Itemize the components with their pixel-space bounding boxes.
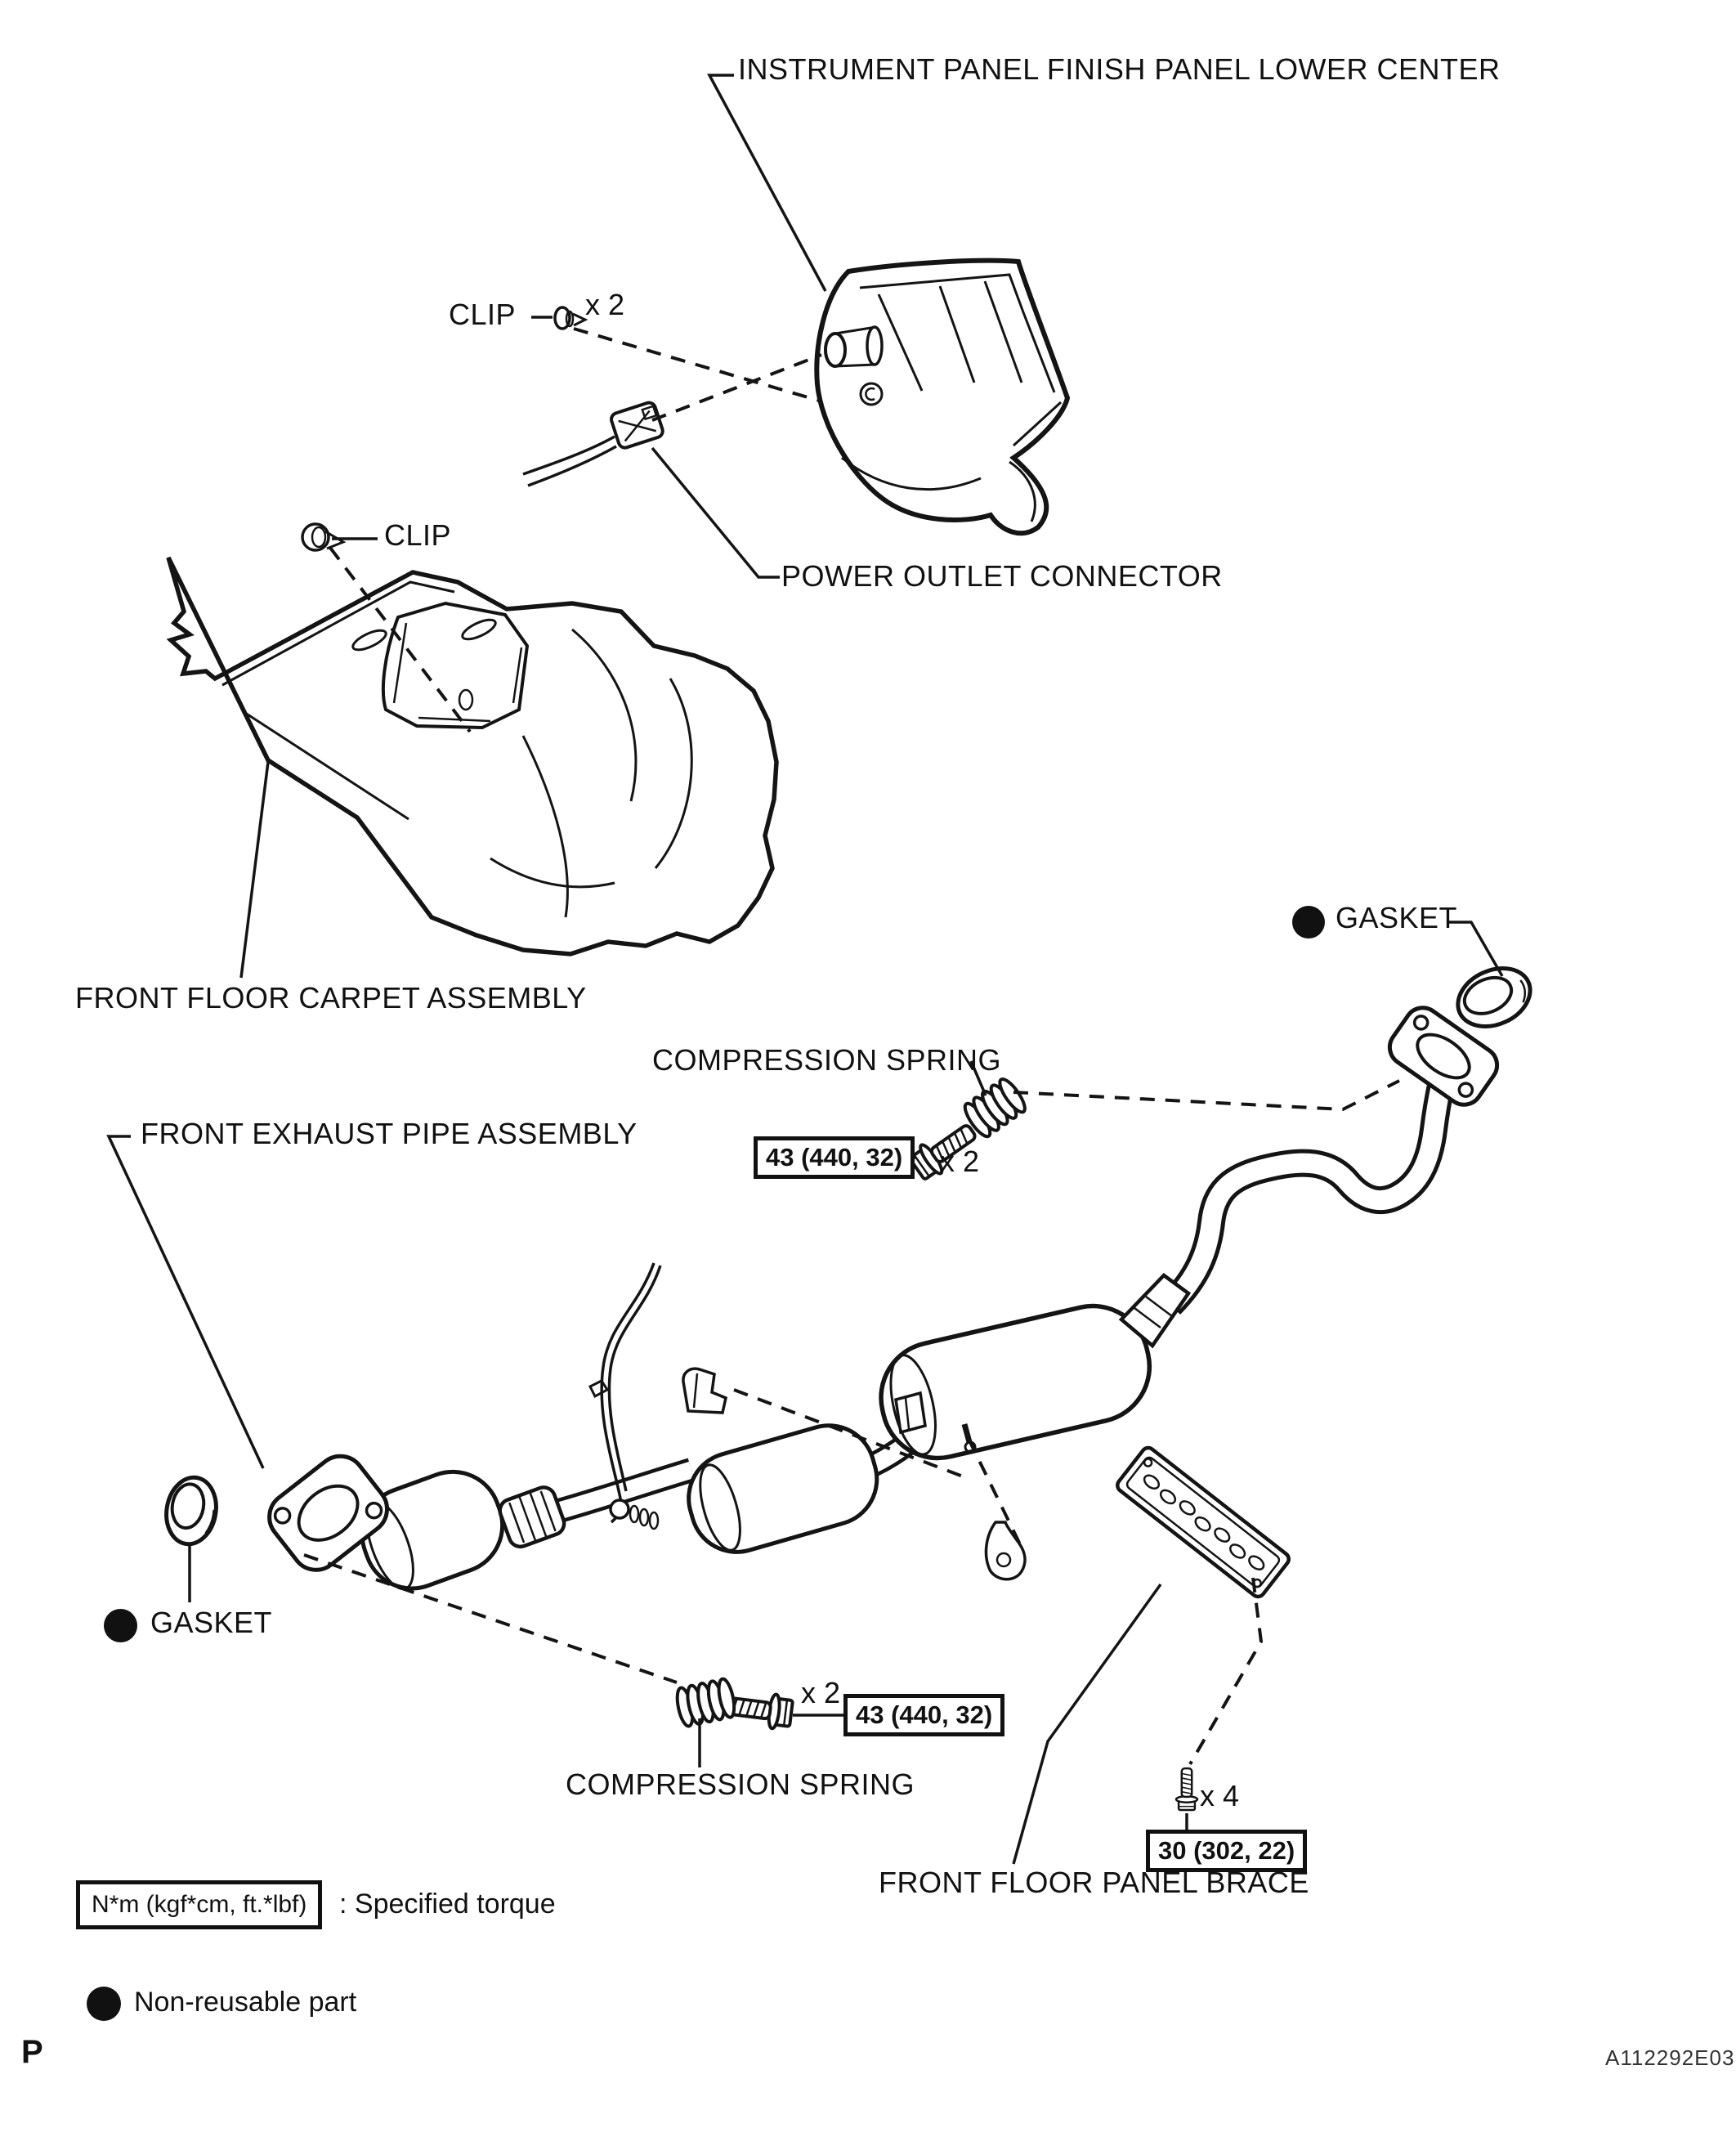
- legend-non-reusable: Non-reusable part: [134, 1987, 357, 2018]
- exhaust-bodies-art: [267, 1006, 1500, 1591]
- gasket-left-art: [164, 1475, 218, 1547]
- torque-qty-top: x 2: [940, 1145, 980, 1178]
- part-label-gasket-left: GASKET: [150, 1606, 273, 1639]
- legend-torque-caption: : Specified torque: [339, 1888, 556, 1920]
- clip-top-qty: x 2: [585, 288, 625, 321]
- non-reusable-legend-dot: [87, 1987, 121, 2021]
- part-label-gasket-right: GASKET: [1336, 901, 1458, 934]
- torque-spec-bottom: 43 (440, 32): [843, 1694, 1005, 1736]
- page-marker: P: [21, 2034, 43, 2070]
- part-label-compression-spring-bottom: COMPRESSION SPRING: [566, 1767, 915, 1801]
- bolt-brace-icon: [1174, 1767, 1199, 1812]
- rear-flange-art: [1387, 1006, 1500, 1107]
- torque-value: 43 (440, 32): [856, 1700, 993, 1729]
- torque-spec-top: 43 (440, 32): [754, 1136, 915, 1179]
- front-flange-art: [267, 1454, 389, 1572]
- clip-top-icon: [553, 306, 588, 330]
- non-reusable-dot-gasket-right: [1292, 906, 1325, 939]
- clip-left-icon: [301, 522, 347, 552]
- legend-torque-units-box: N*m (kgf*cm, ft.*lbf): [76, 1880, 323, 1929]
- power-outlet-connector-icon: [522, 401, 664, 487]
- part-label-clip-top: CLIP: [449, 298, 517, 331]
- assembly-dashed-lines: [303, 327, 1400, 1766]
- torque-spec-brace: 30 (302, 22): [1146, 1830, 1308, 1872]
- legend-torque-units: N*m (kgf*cm, ft.*lbf): [92, 1891, 307, 1918]
- floor-brace-art: [1116, 1445, 1291, 1599]
- part-label-power-outlet: POWER OUTLET CONNECTOR: [781, 559, 1223, 593]
- oxygen-sensor-wire-art: [588, 1262, 662, 1530]
- part-label-compression-spring-top: COMPRESSION SPRING: [652, 1043, 1002, 1077]
- torque-value: 43 (440, 32): [766, 1143, 903, 1172]
- drawing-code: A112292E03: [1605, 2045, 1735, 2070]
- hanger-brackets-art: [682, 1367, 1027, 1581]
- leader-lines: [106, 74, 1504, 1865]
- carpet-assembly-art: [166, 556, 779, 956]
- gasket-right-art: [1456, 966, 1532, 1028]
- torque-qty-bottom: x 2: [801, 1676, 841, 1709]
- part-label-clip-left: CLIP: [384, 518, 452, 552]
- part-label-instrument-panel: INSTRUMENT PANEL FINISH PANEL LOWER CENT…: [738, 52, 1501, 86]
- instrument-panel-art: [814, 258, 1071, 536]
- non-reusable-dot-gasket-left: [104, 1609, 137, 1642]
- spring-bottom-icon: [673, 1676, 739, 1730]
- part-label-carpet: FRONT FLOOR CARPET ASSEMBLY: [75, 981, 587, 1015]
- torque-value: 30 (302, 22): [1158, 1836, 1295, 1865]
- torque-qty-brace: x 4: [1200, 1779, 1240, 1812]
- part-label-exhaust-pipe: FRONT EXHAUST PIPE ASSEMBLY: [141, 1117, 638, 1150]
